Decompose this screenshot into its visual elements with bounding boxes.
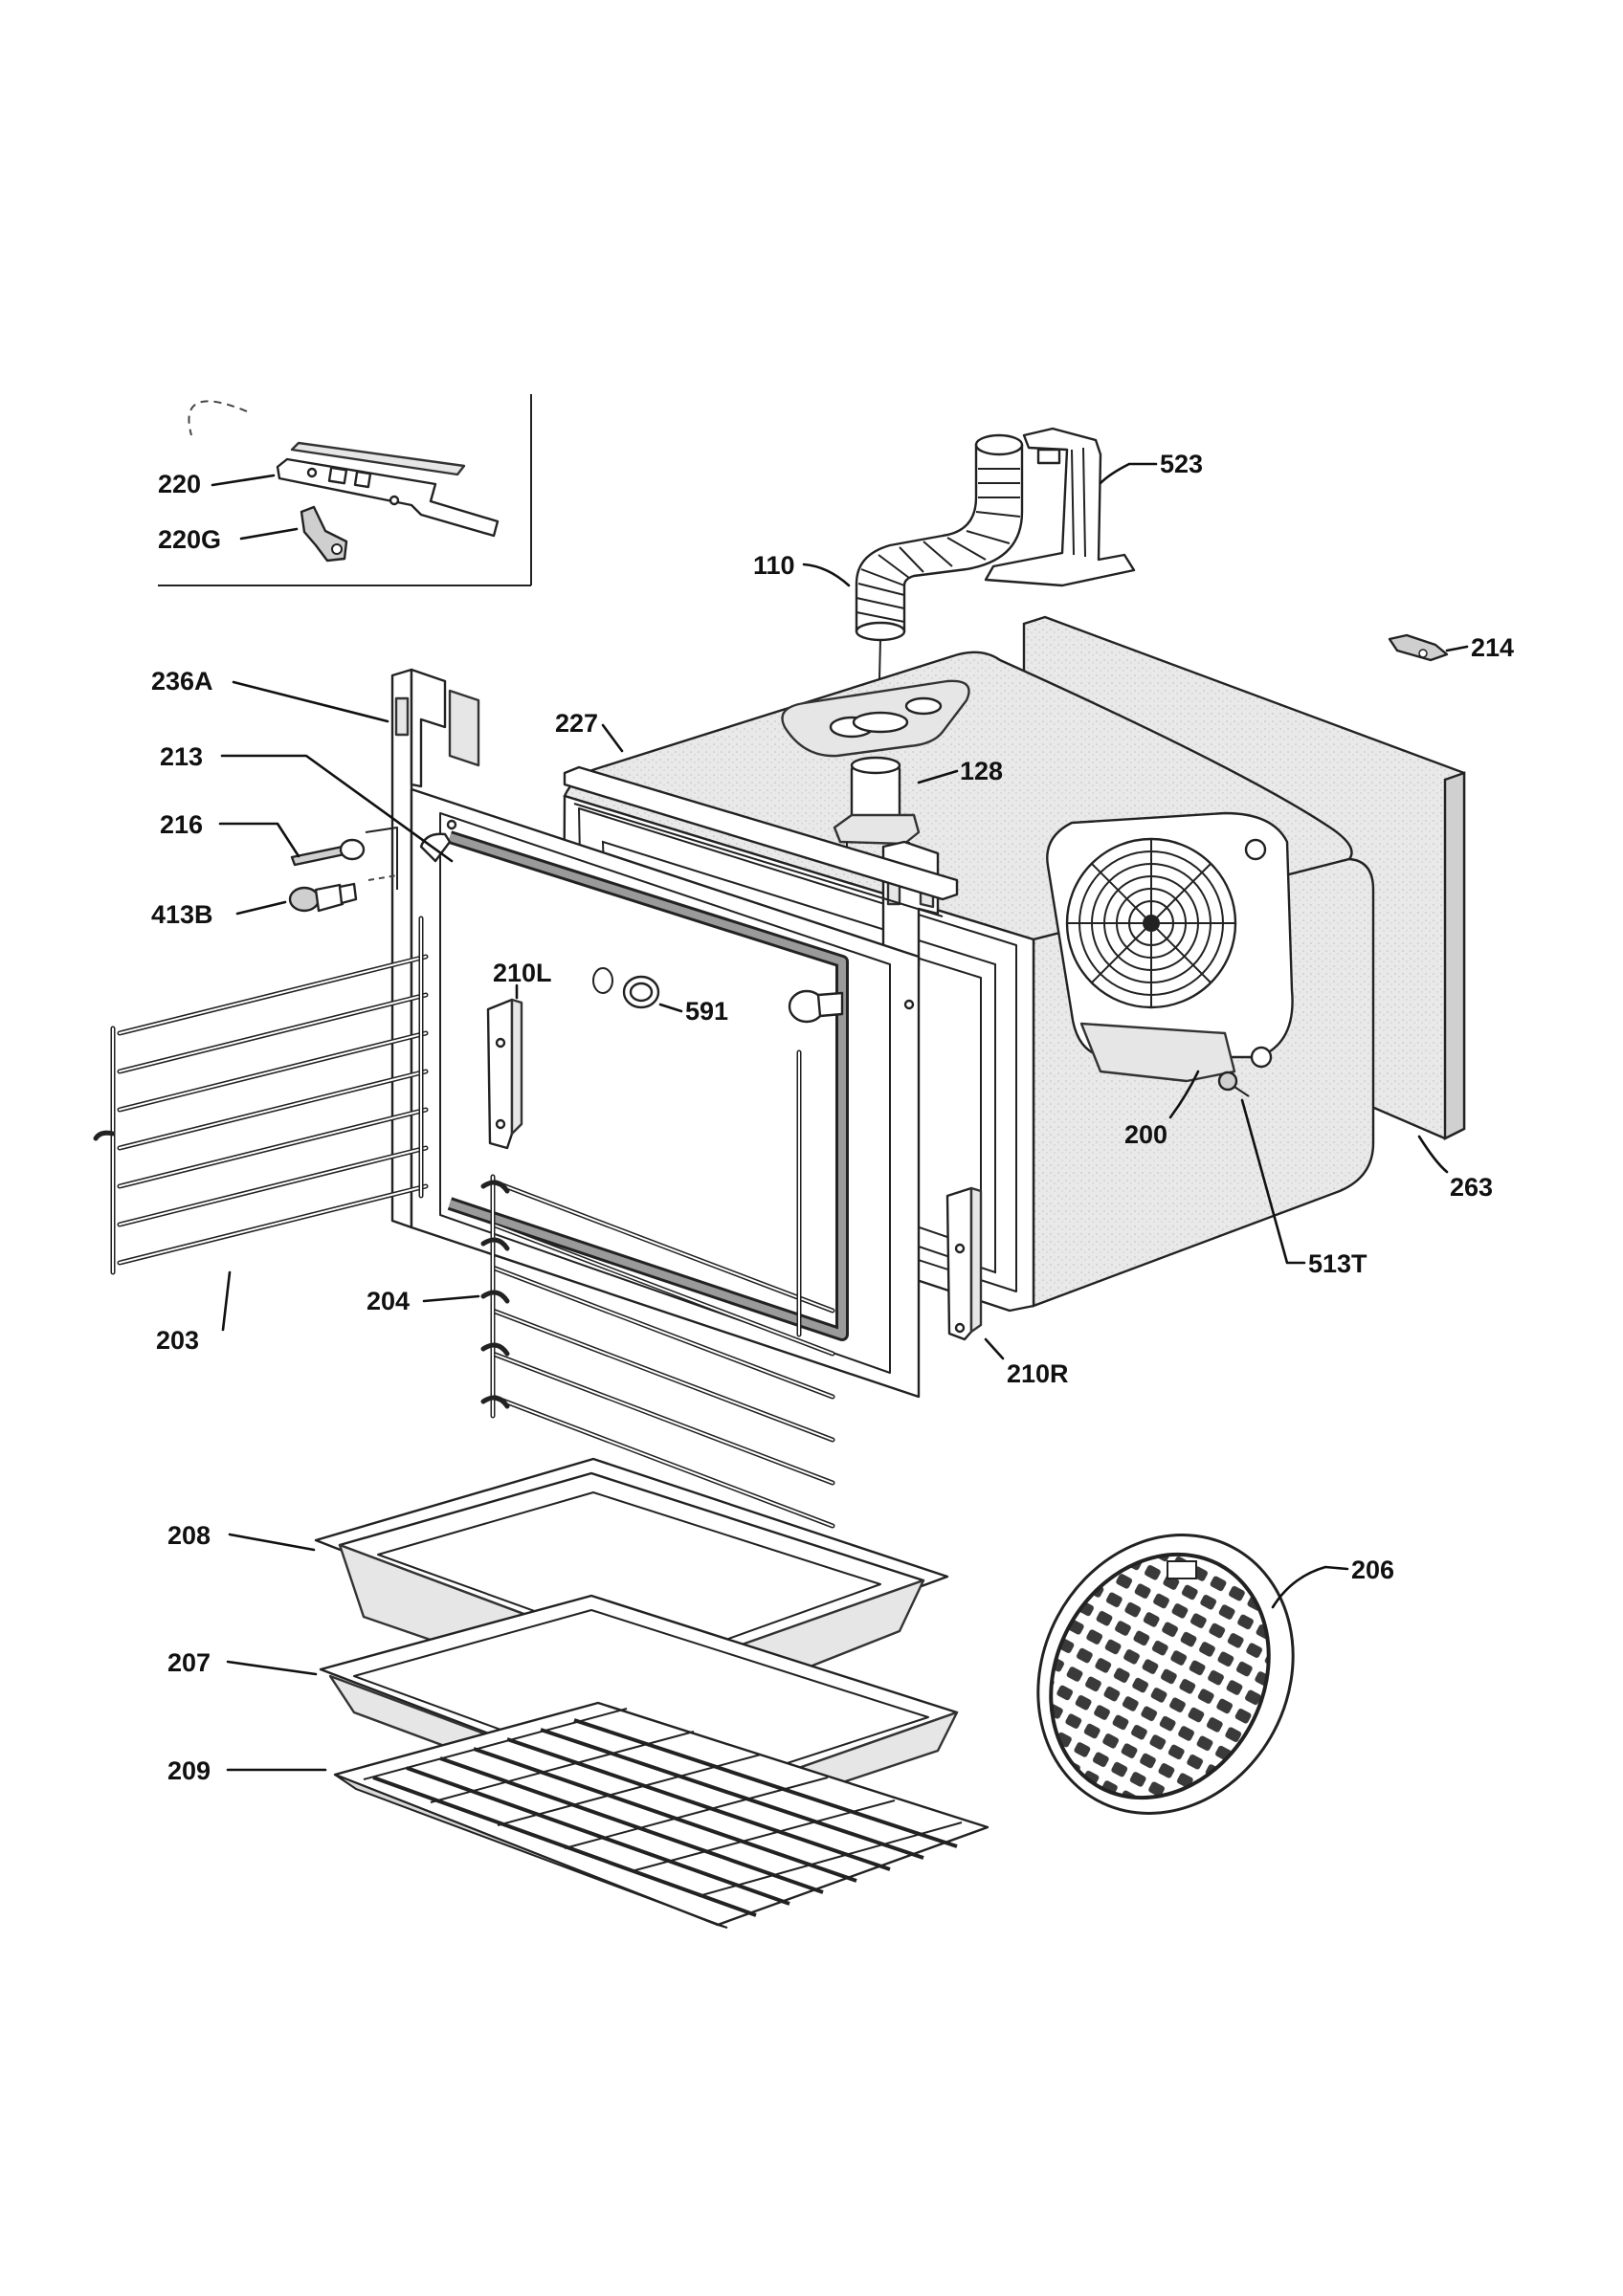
door-lock-catch [300,505,348,563]
leader-lines [211,462,1469,1772]
door-hinge-bracket [563,765,959,917]
fan-grille-cover [1036,1534,1295,1815]
door-lock-bracket [276,441,500,538]
callout-200: 200 [1124,1120,1167,1149]
vent-outlet-flange [781,679,970,861]
callout-263: 263 [1450,1173,1493,1202]
callout-227: 227 [555,709,598,738]
hinge-screw [290,827,398,890]
convection-fan-motor [1046,811,1294,1083]
callout-220G: 220G [158,525,221,554]
cavity-plug [592,967,660,1009]
callout-208: 208 [167,1521,211,1550]
callout-204: 204 [367,1287,410,1315]
callout-236A: 236A [151,667,213,695]
callout-591: 591 [685,997,728,1026]
callout-207: 207 [167,1648,211,1677]
left-guide-bracket [486,998,523,1150]
callout-128: 128 [960,757,1003,785]
callout-110: 110 [753,551,795,580]
left-side-support [390,668,480,1229]
fan-screw [1217,1071,1250,1097]
left-shelf-runner [93,916,429,1275]
door-seal-gasket [419,830,849,1341]
callout-210L: 210L [493,959,552,987]
callout-220: 220 [158,470,201,498]
flexible-duct [855,433,1024,642]
side-knob [788,989,844,1024]
door-knob [288,882,358,913]
callout-214: 214 [1471,633,1514,662]
callout-213: 213 [160,742,203,771]
callout-209: 209 [167,1756,211,1785]
inset-box [158,394,532,586]
callout-523: 523 [1160,450,1203,478]
right-shelf-runner [480,1049,835,1529]
callout-206: 206 [1351,1556,1394,1584]
callout-210R: 210R [1007,1359,1069,1388]
wire-grill-rack [333,1701,989,1929]
cavity-clip [1388,633,1449,662]
callout-labels: 220 220G 110 523 214 236A 227 213 128 21… [151,450,1514,1785]
callout-413B: 413B [151,900,213,929]
right-guide-bracket [945,1186,983,1341]
top-mounting-bracket [984,427,1136,587]
callout-513T: 513T [1308,1249,1367,1278]
callout-203: 203 [156,1326,199,1355]
callout-216: 216 [160,810,203,839]
